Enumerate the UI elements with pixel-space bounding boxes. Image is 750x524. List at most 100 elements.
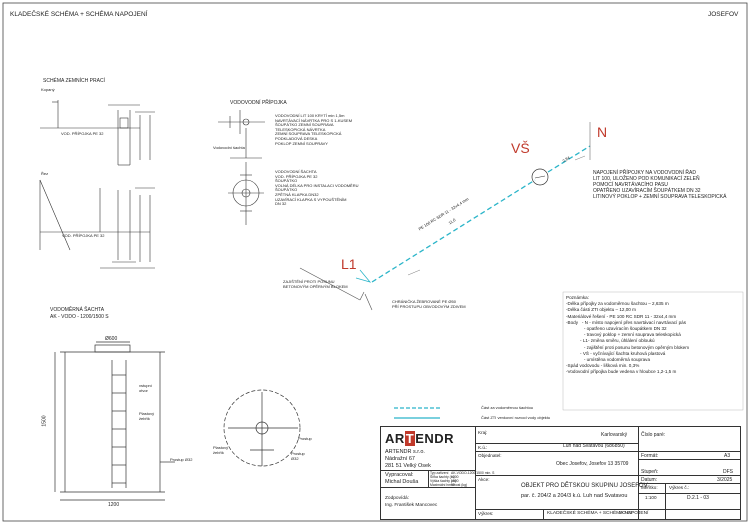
akce-line-2: par. č. 204/2 a 204/3 k.ú. Luh nad Svata…	[521, 493, 628, 499]
company-logo: ARTENDR	[385, 431, 454, 446]
sheet-location: JOSEFOV	[708, 11, 739, 18]
label-chranicka: CHRÁNIČKA ŽEBROVANÉ PE Ø50 PŘÍ PROSTUPU …	[392, 299, 466, 309]
note-line: DN 32	[275, 201, 287, 207]
label-kopany: Kopaný	[41, 87, 55, 92]
notes-block: Poznámka: -Délka přípojky za vodoměrnou …	[566, 295, 689, 376]
meritko-value: 1:100	[645, 495, 657, 500]
param-value: AK-VODO-1200/1500 min. S	[451, 471, 495, 475]
param-value: 90	[451, 483, 455, 487]
note-line: - opatřeno uzavíracím šoupátkem DN 32	[566, 326, 667, 332]
dim-1200: 1200	[108, 502, 120, 508]
company-line: 281 51 Velký Osek	[385, 463, 431, 469]
label-rez: Řez	[41, 171, 49, 176]
note-line: VODOVODNÍ LIT 100 KRYTÍ min 1,5m	[275, 113, 345, 118]
note-line: VOD. PŘÍPOJKA PE 32	[275, 173, 318, 179]
note-line: VODOVODNÍ ŠACHTA	[275, 169, 317, 174]
note-line: ŠOUPÁTKO ZEMNÍ SOUPRAVA	[275, 122, 334, 128]
note-line: VOLNÁ DÉLKA PRO INSTALACI VODOMĚRU	[275, 182, 359, 188]
vykres-number: SO 02	[619, 511, 633, 516]
label-zajisteni: ZAJIŠTĚNÍ PROTI POSUNU BETONOVÝM OPĚRNÝM…	[283, 279, 348, 289]
dim-600: Ø600	[105, 336, 118, 342]
logo-text-left: AR	[385, 431, 405, 446]
note-line: POKLOP ZEMNÍ SOUPRAVY	[275, 140, 328, 146]
meritko-label: Měřítko:	[641, 485, 658, 490]
objednatel-value: Obec Josefov, Josefov 13 35709	[556, 461, 629, 467]
param-value: 1200	[451, 475, 459, 479]
vypracoval-value: Michal Douša	[385, 479, 419, 485]
stupen-value: DFS	[723, 469, 733, 475]
title-block: ARTENDR ARTENDR s.r.o. Nádražní 67 281 5…	[380, 426, 741, 520]
format-label: Formát:	[641, 453, 659, 459]
format-value: A3	[724, 453, 731, 459]
akce-line-1: OBJEKT PRO DĚTSKOU SKUPINU JOSEFOV	[521, 483, 648, 489]
stupen-label: Stupeň:	[641, 469, 659, 475]
pripojka-title: VODOVODNÍ PŘÍPOJKA	[230, 100, 287, 106]
param-name: Maximální hmotnost (kg)	[430, 483, 468, 487]
napojeni-line: LITINOVÝ POKLOP + ZEMNÍ SOUPRAVA TELESKO…	[593, 194, 727, 200]
point-l1: L1	[341, 256, 357, 272]
note-line: -Délka části ZTI objektu – 12,00 m	[566, 307, 636, 313]
kraj-value: Karlovarský	[601, 432, 628, 438]
sheet-title: KLADEČSKÉ SCHÉMA + SCHÉMA NAPOJENÍ	[10, 11, 148, 18]
note-line: ZPĚTNÁ KLAPKA DN32	[275, 191, 319, 197]
note-line: ZEMNÍ SOUPRAVA TELESKOPICKÁ	[275, 131, 342, 137]
label-pripojka-2: VOD. PŘÍPOJKA PE 32	[62, 233, 105, 238]
vykres-c-value: D.2.1 - 03	[687, 495, 709, 501]
note-line: PODKLADOVÁ DESKA	[275, 135, 318, 141]
cislo-pare-label: Číslo paré:	[641, 432, 666, 438]
legend-item-2: Část ZTI venkovní rozvod vody objektu	[481, 415, 551, 420]
label-plastovy-zebrik: Plastový žebřík	[139, 411, 155, 421]
kraj-label: Kraj:	[478, 430, 488, 435]
note-line: -Vodovodní přípojka bude vedena v hloubc…	[566, 369, 677, 375]
note-line: -Materiálové řešení - PE 100 RC SDR 11 -…	[566, 313, 677, 319]
note-line: -Body - N - místo napojení přes navrtáva…	[566, 319, 687, 325]
param-value: 1500	[451, 479, 459, 483]
ku-value: Luh nad Svatavou (686850)	[563, 443, 625, 449]
napojeni-line: LIT 100, ULOŽENO POD KOMUNIKACÍ ZELEŇ	[593, 176, 700, 182]
note-line: - zajištění proti posunu betonovým opěrn…	[566, 344, 690, 350]
pripojka-notes-top: VODOVODNÍ LIT 100 KRYTÍ min 1,5m NAVRTÁV…	[275, 113, 353, 146]
sachta-subtitle: AK - VODO - 1200/1500 S	[50, 314, 109, 320]
label-prostup-32: Prostup Ø32	[170, 457, 193, 462]
note-line: - umístěna vodoměrná souprava	[566, 357, 651, 363]
point-vs: VŠ	[511, 140, 530, 156]
param-name: Typ zařízení	[430, 471, 449, 475]
akce-label: Akce:	[478, 477, 490, 482]
company-line: Nádražní 67	[385, 456, 415, 462]
note-line: -Délka přípojky za vodoměrnou šachtou – …	[566, 301, 669, 307]
dim-1500: 1500	[41, 415, 48, 427]
datum-label: Datum:	[641, 477, 658, 483]
pripojka-notes-mid: VODOVODNÍ ŠACHTA VOD. PŘÍPOJKA PE 32 ŠOU…	[275, 169, 359, 207]
param-name: Šířka šachty (m)	[430, 475, 455, 479]
vykres-label: Výkres:	[478, 511, 494, 516]
napojeni-line: OPATŘENO UZAVÍRACÍM ŠOUPÁTKEM DN 32	[593, 188, 701, 194]
objednatel-label: Objednatel:	[478, 453, 502, 458]
point-n: N	[597, 124, 608, 140]
logo-mark: T	[404, 431, 416, 446]
napojeni-line: POMOCÍ NAVRTÁVACÍHO PASU	[593, 182, 668, 188]
note-line: - VŠ - vyčnívající šachta kruhová plasto…	[566, 350, 666, 356]
legend-item-1: Část za vodoměrnou šachtou	[481, 405, 534, 410]
vykres-value: KLADEČSKÉ SCHÉMA + SCHÉMA NAPOJENÍ	[547, 511, 649, 516]
sachta-title: VODOMĚRNÁ ŠACHTA	[50, 307, 105, 313]
note-line: ŠOUPÁTKO	[275, 178, 298, 184]
logo-text-right: ENDR	[415, 431, 455, 446]
company-line: ARTENDR s.r.o.	[385, 449, 425, 455]
napojeni-line: NAPOJENÍ PŘÍPOJKY NA VODOVODNÍ ŘAD	[593, 170, 696, 176]
note-line: UZAVÍRACÍ KLAPKA S VYPOUŠTĚNÍM	[275, 196, 347, 202]
datum-value: 3/2025	[717, 477, 733, 483]
label-vstupni-otvor: vstupní otvor	[139, 383, 152, 393]
label-prostup: Prostup	[298, 436, 312, 441]
note-line: NAVRTÁVACÍ NÁVRTKA PRO S 1-KUSEM	[275, 117, 353, 123]
ku-label: K.ú.:	[478, 445, 488, 450]
note-line: - L1- změna směru, úhlálení obloukú	[566, 338, 655, 344]
note-line: TELESKOPICKÁ NÁVRTKA	[275, 126, 326, 132]
label-prostup-32-2: Prostup Ø32	[291, 451, 305, 461]
zodpovida-label: Zodpovídá:	[385, 496, 410, 501]
note-line: -Spád vodovodu - lišková min. 0,3%	[566, 363, 640, 369]
note-line: Poznámka:	[566, 295, 589, 300]
label-vodovodni-sachta: Vodovodní šachta	[213, 145, 245, 150]
napojeni-notes: NAPOJENÍ PŘÍPOJKY NA VODOVODNÍ ŘAD LIT 1…	[593, 170, 726, 200]
vykres-c-label: Výkres č.:	[669, 485, 690, 490]
